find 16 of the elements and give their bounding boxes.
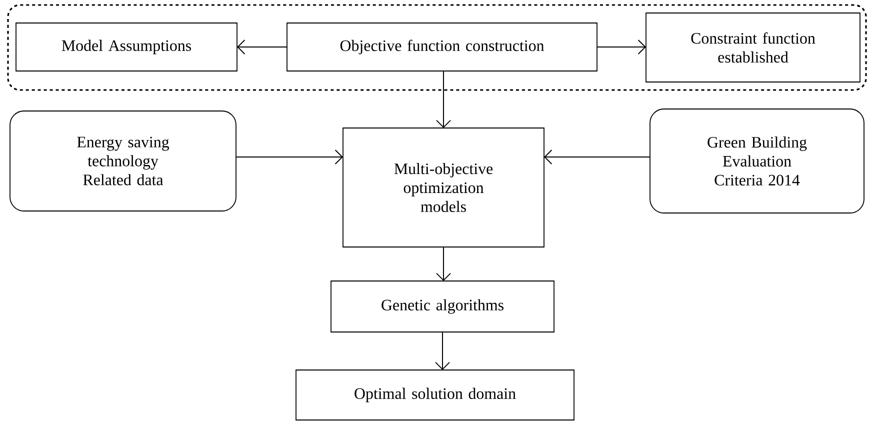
process-box: Genetic algorithms [330,280,554,332]
arrow [236,150,343,164]
arrow [436,246,451,281]
process-box: Model Assumptions [16,22,238,72]
process-box: Objective function construction [286,22,598,72]
arrow [237,40,288,54]
process-box: Constraint function established [646,12,860,82]
process-box: Multi-objective optimization models [342,128,544,248]
arrow [596,40,646,54]
arrow [435,332,450,370]
input-box: Energy saving technology Related data [10,110,236,212]
arrow [436,70,451,128]
arrow [544,150,650,164]
input-box: Green Building Evaluation Criteria 2014 [650,108,864,214]
process-box: Optimal solution domain [296,370,574,420]
group-frame [7,4,867,91]
